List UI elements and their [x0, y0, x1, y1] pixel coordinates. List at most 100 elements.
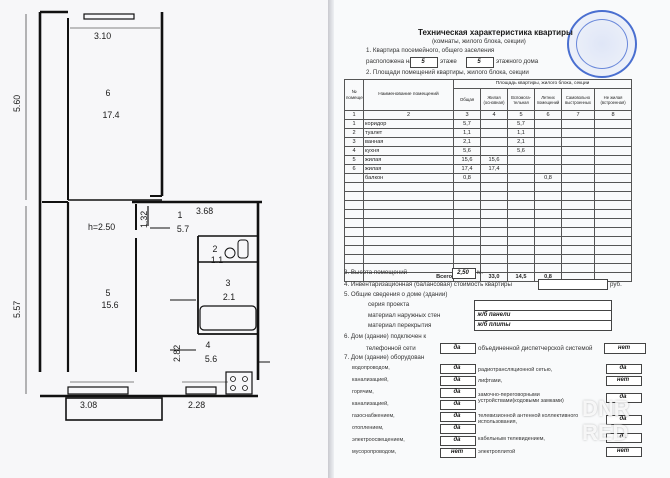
q5b-text: материал наружных стен — [368, 312, 441, 319]
row-num: 2 — [344, 128, 364, 138]
dim-corridor-vertical: 1.32 — [139, 210, 149, 228]
room-3-area: 2.1 — [222, 292, 236, 302]
floor-box — [410, 57, 438, 68]
height-box — [452, 268, 476, 279]
floors-box — [474, 320, 612, 331]
equip-left-box — [440, 400, 476, 410]
room-1-area: 5.7 — [176, 224, 190, 234]
row-aux — [507, 155, 535, 165]
equip-right-label: телевизионной антенной коллективного исп… — [478, 413, 579, 425]
room-6-area: 17.4 — [102, 110, 120, 120]
q6b-text: объединенной диспетчерской системой — [478, 345, 593, 352]
room-5-area: 15.6 — [101, 300, 119, 310]
dim-corridor-width: 3.68 — [196, 206, 214, 216]
table-row-empty — [344, 200, 633, 210]
table-row-empty — [344, 218, 633, 228]
equip-left-label: канализацией, — [352, 401, 389, 407]
q5-text: 5. Общие сведения о доме (здании) — [344, 291, 448, 298]
row-name: кухня — [363, 146, 454, 156]
row-summer — [534, 137, 562, 147]
equip-left-box — [440, 364, 476, 374]
dim-left-lower: 5.57 — [12, 300, 22, 318]
row-num — [344, 173, 364, 183]
equip-right-box — [606, 415, 642, 425]
equip-left-value: да — [453, 377, 461, 383]
header-name: Наименование помещений — [363, 79, 454, 111]
table-row-empty — [344, 236, 633, 246]
equip-right-label: замочно-переговорными устройствами(кодов… — [478, 392, 564, 404]
dim-bottom-right: 2.28 — [188, 400, 206, 410]
header-summer: Летних помещений — [534, 88, 562, 111]
page-fold — [328, 0, 334, 478]
row-aux: 1,1 — [507, 128, 535, 138]
equip-left-label: горячим, — [352, 389, 374, 395]
floors-total-box — [466, 57, 494, 68]
floors-value: ж/б плиты — [477, 322, 511, 328]
room-4-number: 4 — [205, 340, 211, 350]
table-row-empty — [344, 227, 633, 237]
room-2-number: 2 — [212, 244, 218, 254]
row-summer — [534, 128, 562, 138]
equip-right-box — [606, 447, 642, 457]
equip-right-box — [606, 433, 642, 443]
header-area: Площадь квартиры, жилого блока, секции — [452, 78, 633, 90]
row-total: 2,1 — [453, 137, 481, 147]
room-6-number: 6 — [105, 88, 111, 98]
height-value: 2,50 — [457, 270, 469, 276]
dim-height: h=2.50 — [88, 222, 116, 232]
equip-right-value: да — [619, 394, 627, 400]
doc-subtitle: (комнаты, жилого блока, секции) — [432, 38, 526, 45]
table-row-empty — [344, 245, 633, 255]
row-total: 5,6 — [453, 146, 481, 156]
equip-left-label: отоплением, — [352, 425, 384, 431]
dim-top: 3.10 — [94, 31, 112, 41]
phone-value: да — [453, 345, 461, 351]
row-name: жилая — [363, 164, 454, 174]
q1-floor-label: расположена на — [366, 58, 413, 65]
q6a-text: телефонной сети — [366, 345, 416, 352]
q3-text: 3. Высота помещений — [344, 269, 408, 276]
equip-right-label: лифтами, — [478, 378, 503, 384]
row-name: коридор — [363, 119, 454, 129]
row-summer — [534, 155, 562, 165]
equip-left-label: мусоропроводом, — [352, 449, 397, 455]
q1-text: 1. Квартира посемейного, общего заселени… — [366, 47, 495, 54]
dim-left-upper: 5.60 — [12, 94, 22, 112]
equip-right-label: электроплитой — [478, 449, 516, 455]
cost-box — [538, 279, 608, 290]
q4-text: 4. Инвентаризационная (балансовая) стоим… — [344, 281, 512, 288]
equip-left-value: да — [453, 413, 461, 419]
height-unit: м. — [477, 269, 483, 276]
dim-bottom-left: 3.08 — [80, 400, 98, 410]
row-name: ванная — [363, 137, 454, 147]
header-non-living: Не жилая (встроенная) — [593, 88, 633, 111]
col-index: 8 — [593, 110, 633, 120]
row-summer — [534, 119, 562, 129]
row-name: жилая — [363, 155, 454, 165]
table-row-empty — [344, 209, 633, 219]
row-num: 4 — [344, 146, 364, 156]
col-index: 2 — [363, 110, 454, 120]
q2-text: 2. Площади помещений квартиры, жилого бл… — [366, 69, 529, 76]
col-index: 5 — [507, 110, 535, 120]
row-name: туалет — [363, 128, 454, 138]
areas-table: № помещения Наименование помещений Площа… — [344, 78, 633, 282]
table-row-empty — [344, 191, 633, 201]
equip-left-label: водопроводом, — [352, 365, 390, 371]
row-aux: 2,1 — [507, 137, 535, 147]
equip-left-label: электроосвещением, — [352, 437, 405, 443]
row-total: 15,6 — [453, 155, 481, 165]
q7-text: 7. Дом (здание) оборудован — [344, 354, 425, 361]
equip-left-box — [440, 412, 476, 422]
equip-right-value: нет — [616, 448, 630, 454]
row-aux — [507, 164, 535, 174]
row-living — [480, 119, 508, 129]
row-total: 17,4 — [453, 164, 481, 174]
col-index: 3 — [453, 110, 481, 120]
row-summer — [534, 146, 562, 156]
